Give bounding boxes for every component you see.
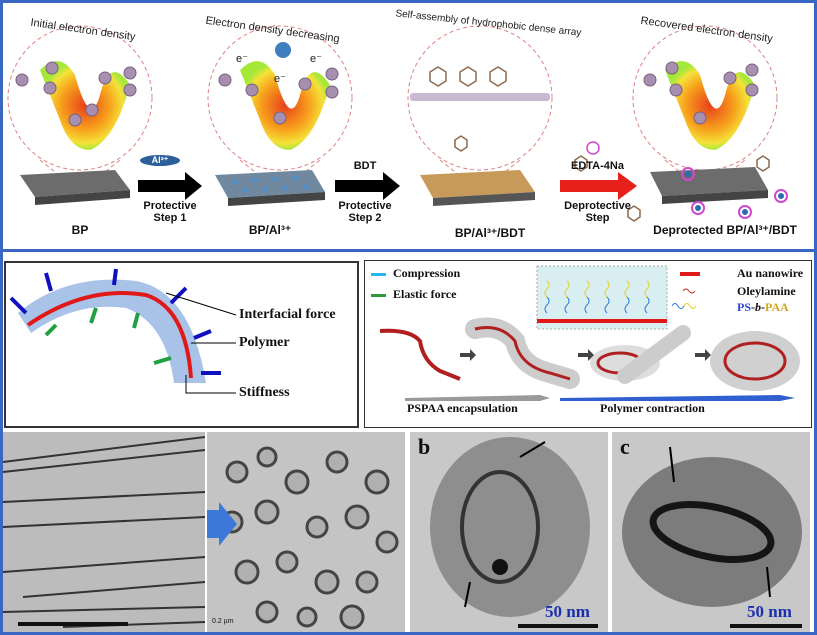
ring-particles: [207, 446, 399, 630]
force-diagram-panel: Interfacial force Polymer Stiffness: [4, 261, 359, 428]
label-pspaa-encapsulation: PSPAA encapsulation: [407, 401, 518, 415]
legend-oleylamine: Oleylamine: [737, 284, 796, 298]
legend-elastic-force: Elastic force: [393, 287, 457, 301]
blue-arrow: [207, 502, 237, 546]
bp-protection-scheme: [7, 25, 788, 222]
ps-text: PS: [737, 300, 752, 314]
panel-letter-c: c: [620, 434, 630, 459]
step-line: Step 2: [348, 212, 382, 224]
scale-bar: [730, 624, 802, 628]
panel-letter-b: b: [418, 434, 431, 459]
label-interfacial-force: Interfacial force: [239, 307, 336, 322]
stage-label: BP/Al³⁺/BDT: [454, 226, 526, 240]
reagent-edta: EDTA-4Na: [571, 160, 624, 172]
label-polymer: Polymer: [239, 335, 290, 350]
electron-label: e⁻: [236, 53, 248, 65]
scale-ring: 0.2 µm: [212, 618, 234, 625]
reagent-al: Al³⁺: [140, 155, 180, 166]
legend-ps-b-paa: PS-b-PAA: [737, 300, 789, 315]
tem-nanowires: [3, 432, 205, 632]
step-line: Step: [585, 212, 610, 224]
paa-text: PAA: [765, 300, 789, 314]
step-line: Protective: [143, 200, 197, 212]
scale-b: 50 nm: [545, 602, 590, 621]
mechanism-panel: Compression Elastic force Au nanowire Ol…: [364, 260, 812, 428]
polymer-force-diagram: [9, 268, 237, 394]
al-dots: [232, 175, 308, 193]
tem-panel-b: b 50 nm: [410, 432, 608, 632]
dash: -: [751, 300, 756, 314]
stage-label: BP/Al³⁺: [248, 223, 292, 237]
nanowire-lines: [3, 436, 205, 628]
reagent-bdt: BDT: [353, 160, 377, 172]
electron-label: e⁻: [274, 73, 286, 85]
scale-bar: [518, 624, 598, 628]
step-line: Step 1: [153, 212, 187, 224]
step-line: Protective: [338, 200, 392, 212]
dash: -: [761, 300, 766, 314]
b-text: b: [755, 300, 762, 314]
legend-compression: Compression: [393, 266, 461, 280]
al-ion: [275, 42, 291, 58]
process-arrows: [138, 172, 637, 200]
tem-panel-c: c 50 nm: [612, 432, 810, 632]
stage-label: BP: [71, 223, 89, 237]
encapsulation-diagram: [371, 265, 800, 401]
scale-c: 50 nm: [747, 602, 792, 621]
electron-label: e⁻: [310, 53, 322, 65]
tem-rings: 0.2 µm: [207, 432, 405, 632]
legend-au-nanowire: Au nanowire: [737, 266, 804, 280]
step-line: Deprotective: [564, 200, 631, 212]
bp-sheets: [20, 167, 768, 206]
top-panel-frame: [0, 0, 817, 252]
released-ions: [586, 141, 788, 219]
panel-b-image: [430, 437, 590, 617]
label-polymer-contraction: Polymer contraction: [600, 401, 705, 415]
panel-c-image: [622, 446, 802, 607]
stage-label: Deprotected BP/Al³⁺/BDT: [653, 223, 797, 237]
label-stiffness: Stiffness: [239, 385, 290, 400]
